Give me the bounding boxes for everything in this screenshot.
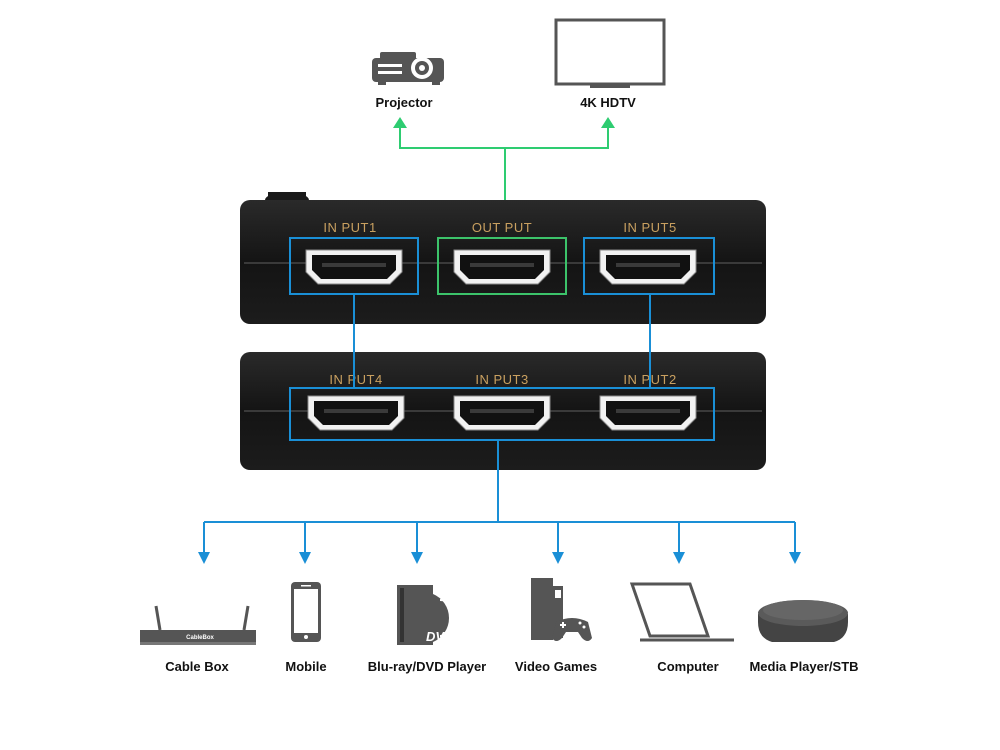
dvd-player-icon: DVD bbox=[397, 585, 459, 645]
port-label-input5: IN PUT5 bbox=[623, 220, 676, 235]
bottom-inputs-highlight-box bbox=[289, 387, 715, 441]
input-arrowheads bbox=[198, 552, 801, 564]
dvd-badge-text: DVD bbox=[426, 629, 454, 644]
hdmi-port-input3 bbox=[453, 395, 551, 431]
output-arrowheads bbox=[393, 117, 615, 128]
mobile-label: Mobile bbox=[285, 659, 327, 674]
port-label-input4: IN PUT4 bbox=[329, 372, 382, 387]
input-connector-lines bbox=[203, 294, 796, 556]
port-label-input3: IN PUT3 bbox=[475, 372, 528, 387]
cable-box-icon: CableBox bbox=[140, 605, 256, 645]
computer-label: Computer bbox=[657, 659, 719, 674]
tv-icon bbox=[554, 18, 666, 88]
hdmi-port-output bbox=[453, 249, 551, 285]
game-console-icon bbox=[531, 578, 592, 641]
hdmi-port-input2 bbox=[599, 395, 697, 431]
dvd-player-label: Blu-ray/DVD Player bbox=[367, 659, 487, 674]
projector-icon bbox=[372, 52, 444, 85]
hdmi-port-input4 bbox=[307, 395, 405, 431]
mobile-phone-icon bbox=[291, 582, 321, 642]
laptop-icon bbox=[629, 582, 734, 642]
hdtv-label: 4K HDTV bbox=[580, 95, 636, 110]
hdmi-port-input1 bbox=[305, 249, 403, 285]
cable-box-brand-text: CableBox bbox=[186, 635, 214, 641]
video-games-label: Video Games bbox=[514, 659, 598, 674]
media-player-label: Media Player/STB bbox=[749, 659, 859, 674]
port-label-input1: IN PUT1 bbox=[323, 220, 376, 235]
output-highlight-box bbox=[437, 237, 567, 295]
cable-box-label: Cable Box bbox=[165, 659, 229, 674]
media-player-icon bbox=[758, 600, 848, 642]
projector-label: Projector bbox=[375, 95, 433, 110]
port-label-output: OUT PUT bbox=[472, 220, 532, 235]
hdmi-port-input5 bbox=[599, 249, 697, 285]
